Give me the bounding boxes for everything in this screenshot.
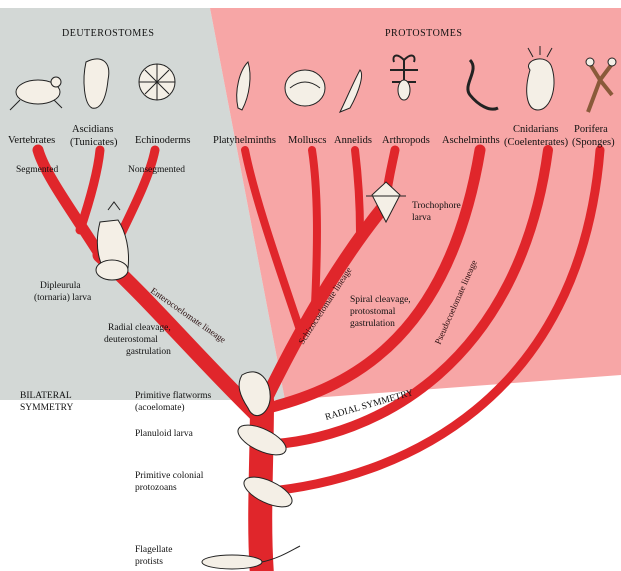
annotation-planuloid-larva: Planuloid larva (135, 429, 194, 439)
annotation-bilateral-symmetry: SYMMETRY (20, 403, 73, 413)
annotation-radial-cleavage: Radial cleavage, (108, 323, 171, 333)
annotation-dipleurula: Dipleurula (40, 281, 81, 291)
annotation-spiral-cleavage-2: protostomal (350, 307, 396, 317)
annotation-trochophore: Trochophore (412, 201, 461, 211)
group-label-annelids: Annelids (334, 135, 372, 146)
annotation-protists: protists (135, 557, 163, 567)
group-label-porifera-sub: (Sponges) (572, 137, 615, 148)
group-label-aschelminths: Aschelminths (442, 135, 500, 146)
region-header-deuterostomes: DEUTEROSTOMES (62, 28, 154, 39)
annotation-primitive-colonial: Primitive colonial (135, 471, 204, 481)
group-label-cnidarians: Cnidarians (513, 124, 559, 135)
annotation-spiral-cleavage: Spiral cleavage, (350, 295, 411, 305)
group-label-ascidians-sub: (Tunicates) (70, 137, 118, 148)
annotation-spiral-cleavage-3: gastrulation (350, 319, 395, 329)
annotation-bilateral: BILATERAL (20, 391, 72, 401)
annotation-trochophore-larva: larva (412, 213, 432, 223)
group-label-molluscs: Molluscs (288, 135, 327, 146)
group-label-vertebrates: Vertebrates (8, 135, 55, 146)
group-label-cnidarians-sub: (Coelenterates) (504, 137, 569, 148)
annotation-acoelomate: (acoelomate) (135, 402, 185, 413)
annotation-primitive-flatworms: Primitive flatworms (135, 390, 212, 401)
annotation-flagellate: Flagellate (135, 545, 172, 555)
group-label-ascidians: Ascidians (72, 124, 113, 135)
group-label-arthropods: Arthropods (382, 135, 430, 146)
mollusc-shell-icon (285, 70, 325, 106)
sand-dollar-icon (139, 64, 175, 100)
group-label-echinoderms: Echinoderms (135, 135, 190, 146)
annotation-segmented: Segmented (16, 165, 58, 175)
annotation-radial-cleavage-2: deuterostomal (104, 335, 158, 345)
group-label-porifera: Porifera (574, 124, 608, 135)
annotation-nonsegmented: Nonsegmented (128, 165, 185, 175)
region-header-protostomes: PROTOSTOMES (385, 28, 462, 39)
annotation-dipleurula-larva: (tornaria) larva (34, 292, 92, 303)
annotation-radial-cleavage-3: gastrulation (126, 347, 171, 357)
group-label-platyhelminths: Platyhelminths (213, 135, 276, 146)
annotation-protozoans: protozoans (135, 483, 177, 493)
